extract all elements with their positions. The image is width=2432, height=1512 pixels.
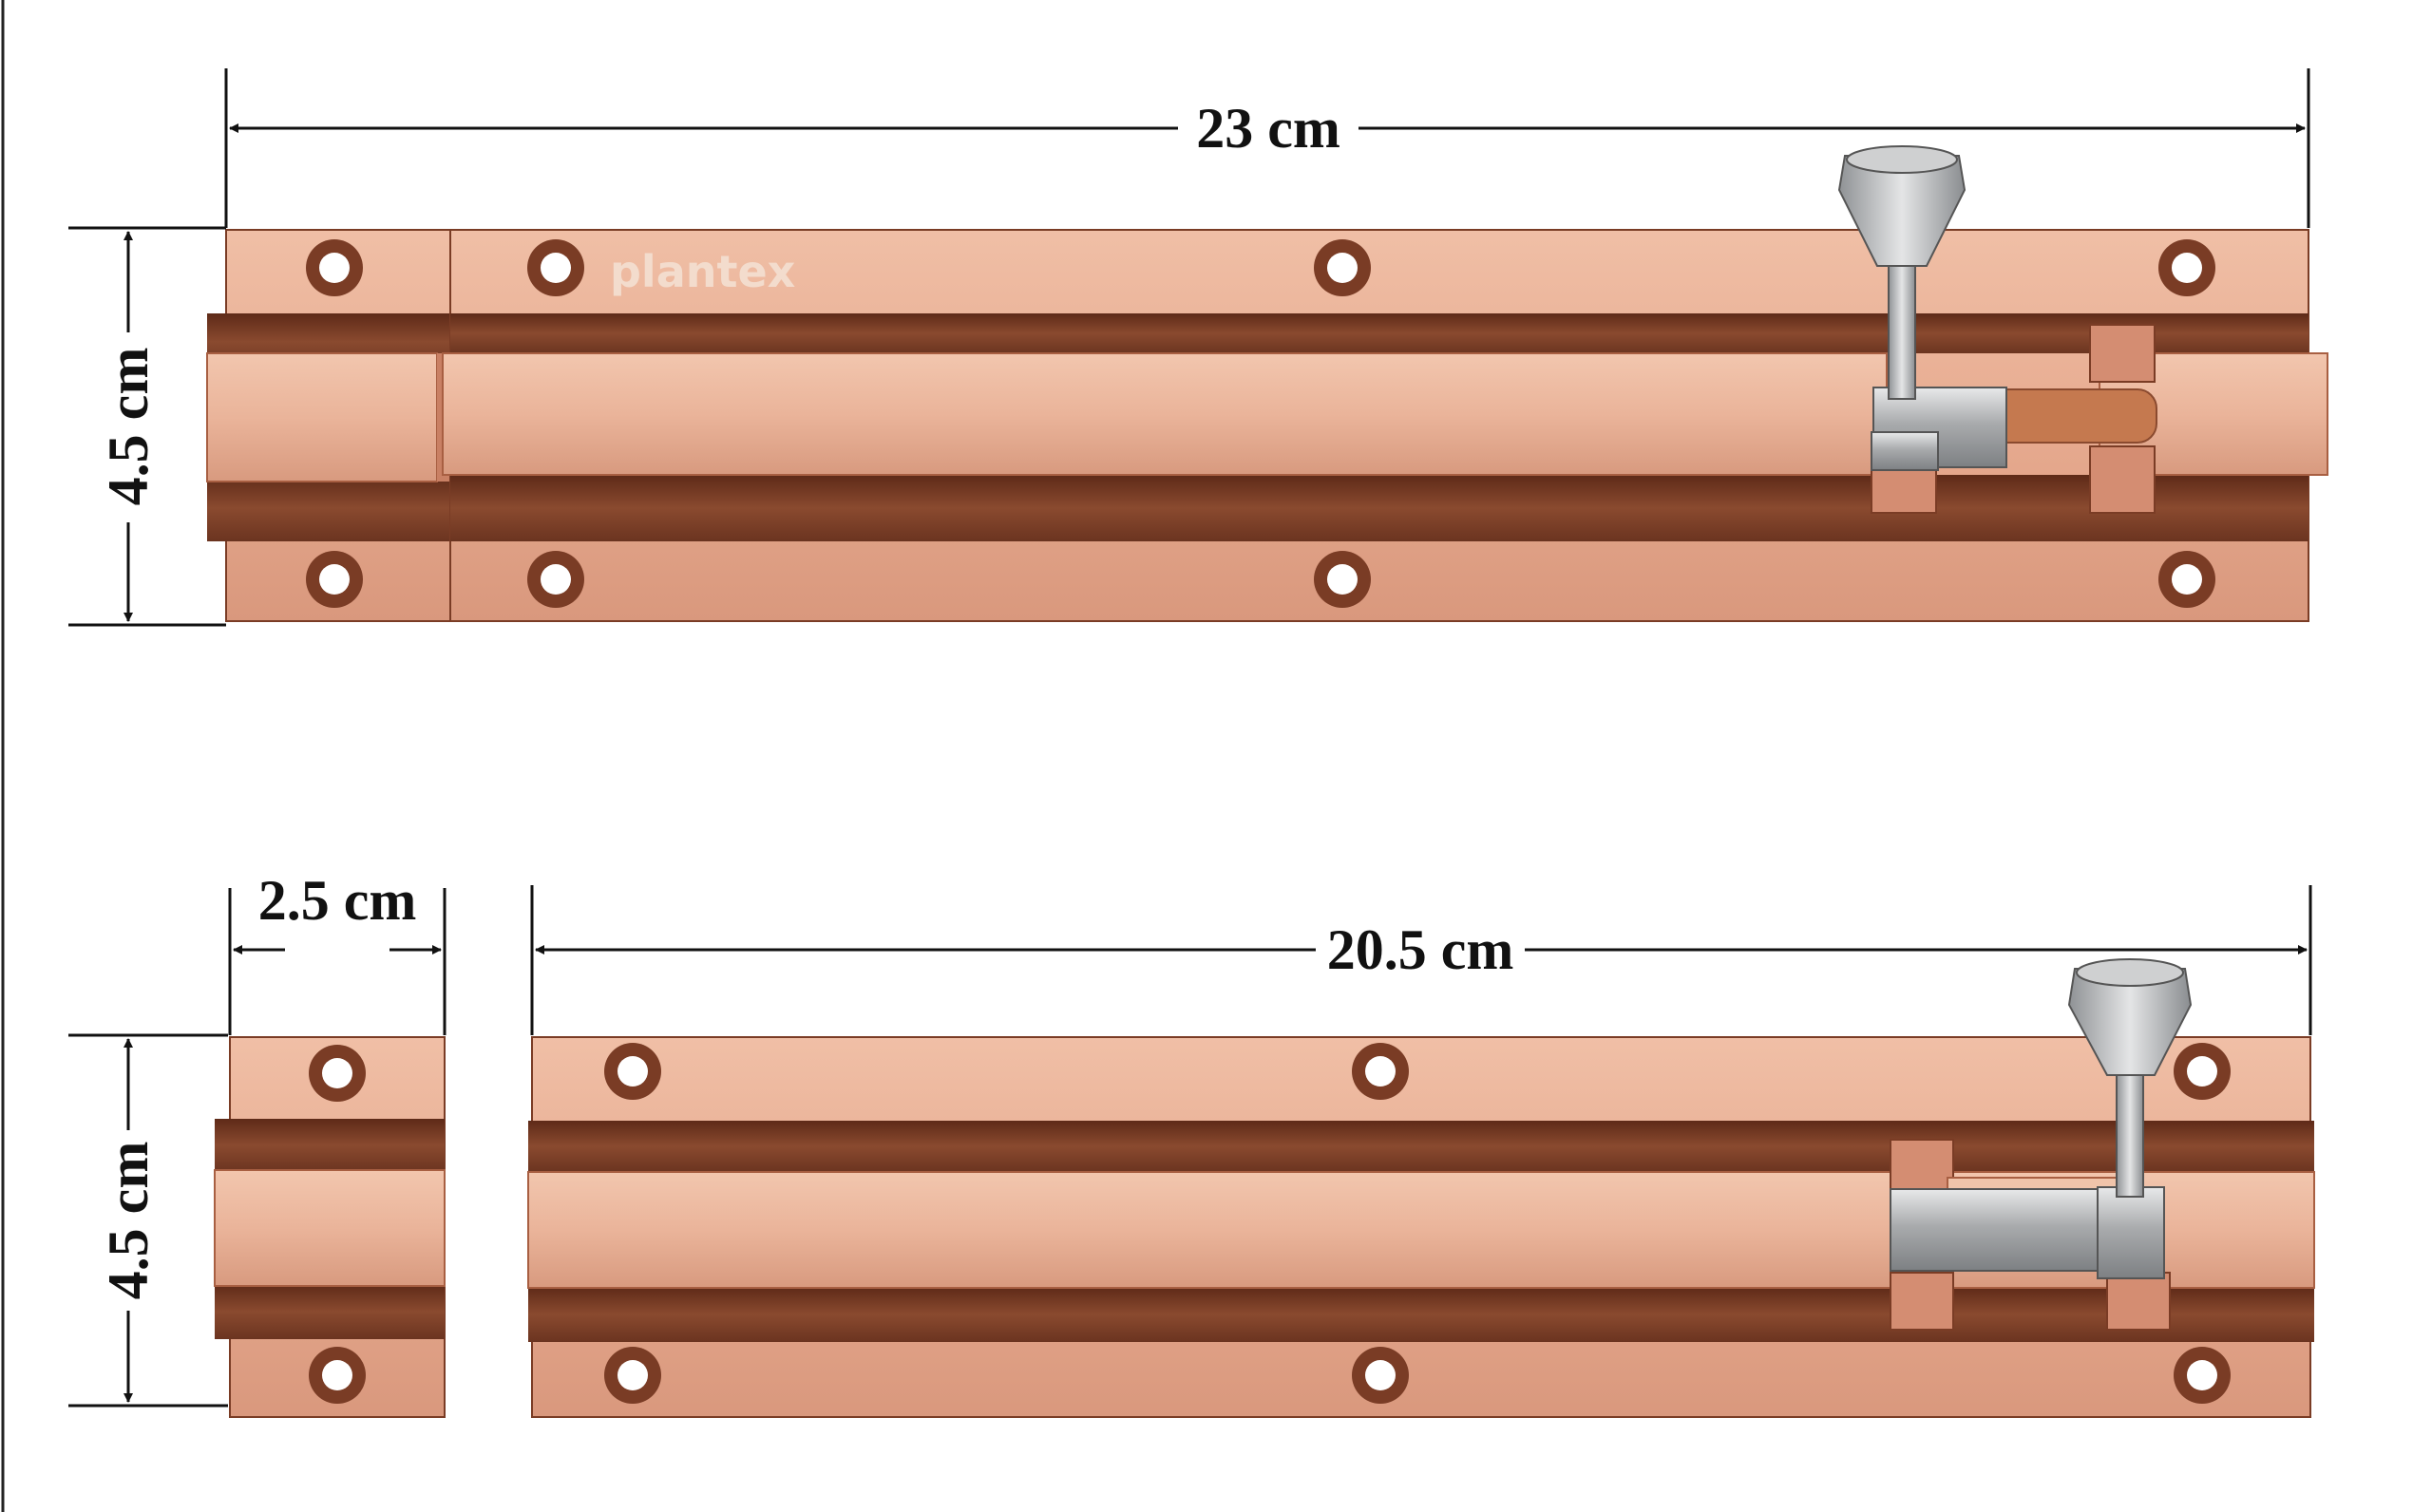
- screw-hole-icon: [2174, 1347, 2231, 1404]
- top-length-label: 23 cm: [1196, 97, 1340, 160]
- bottom-keeper-assembly: 2.5 cm 4.5 cm: [68, 869, 446, 1418]
- top-height-label: 4.5 cm: [97, 348, 160, 506]
- screw-hole-icon: [604, 1043, 661, 1100]
- bottom-bolt-assembly: 20.5 cm: [527, 885, 2315, 1418]
- screw-hole-icon: [1352, 1043, 1409, 1100]
- screw-hole-icon: [309, 1045, 366, 1102]
- keeper-height-label: 4.5 cm: [97, 1142, 160, 1300]
- top-screw-holes: [306, 239, 2215, 608]
- screw-hole-icon: [306, 551, 363, 608]
- top-length-dimension: 23 cm: [224, 68, 2310, 228]
- screw-hole-icon: [2158, 551, 2215, 608]
- bolt-length-dimension: 20.5 cm: [530, 885, 2312, 1035]
- screw-hole-icon: [309, 1347, 366, 1404]
- screw-hole-icon: [527, 239, 584, 296]
- top-height-dimension: 4.5 cm: [68, 226, 226, 627]
- keeper-width-dimension: 2.5 cm: [228, 869, 446, 1035]
- screw-hole-icon: [527, 551, 584, 608]
- screw-hole-icon: [1314, 551, 1371, 608]
- screw-hole-icon: [2174, 1043, 2231, 1100]
- screw-hole-icon: [604, 1347, 661, 1404]
- keeper-width-label: 2.5 cm: [258, 869, 417, 932]
- top-bolt-body: plantex: [442, 145, 2328, 622]
- bolt-length-label: 20.5 cm: [1327, 918, 1514, 981]
- brand-logo-text: plantex: [610, 246, 795, 297]
- top-tower-bolt-assembly: plantex 23 cm 4.5 cm: [68, 68, 2328, 627]
- screw-hole-icon: [2158, 239, 2215, 296]
- keeper-height-dimension: 4.5 cm: [68, 1033, 228, 1408]
- screw-hole-icon: [1352, 1347, 1409, 1404]
- screw-hole-icon: [306, 239, 363, 296]
- bottom-screw-holes: [604, 1043, 2231, 1404]
- screw-hole-icon: [1314, 239, 1371, 296]
